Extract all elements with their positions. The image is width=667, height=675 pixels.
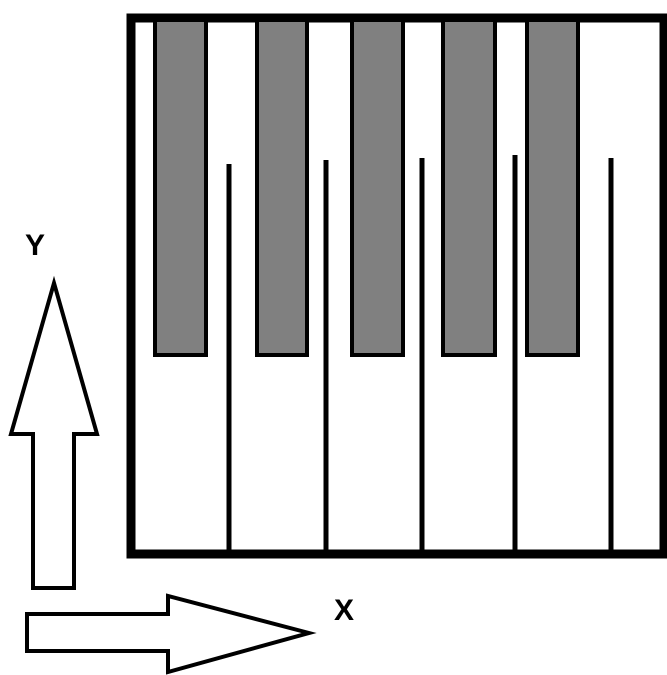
black-key [255, 18, 309, 357]
black-key [441, 18, 497, 357]
white-key-separators [226, 155, 614, 554]
y-axis-label: Y [25, 229, 45, 262]
x-axis-label: X [334, 594, 354, 627]
black-key [153, 18, 208, 357]
black-keys [153, 18, 580, 357]
piano-keyboard [126, 13, 667, 559]
y-axis-arrow [8, 275, 100, 590]
x-axis-arrow [25, 593, 317, 675]
black-key [525, 18, 580, 357]
black-key [350, 18, 405, 357]
